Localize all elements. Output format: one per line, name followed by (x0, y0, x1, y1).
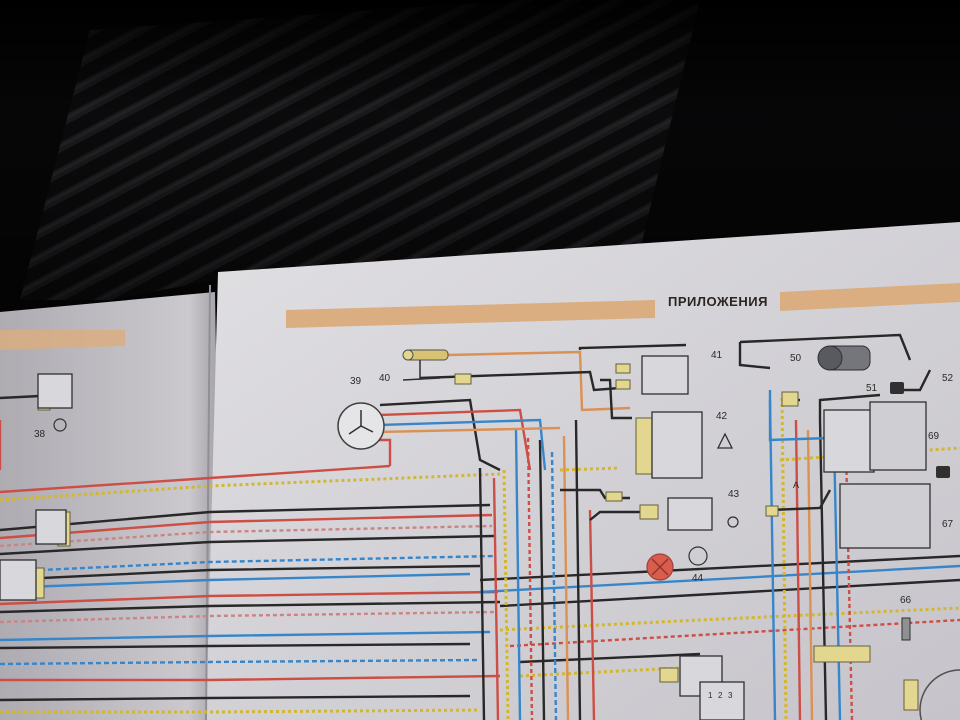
label-40: 40 (379, 373, 391, 384)
wiring-harness (0, 397, 960, 720)
lamp-40-symbol (402, 349, 449, 381)
label-43: 43 (728, 489, 740, 500)
label-42: 42 (716, 411, 728, 422)
warning-lamp-44 (646, 546, 708, 581)
label-52: 52 (942, 373, 954, 384)
label-44: 44 (692, 573, 704, 584)
hazard-triangle-icon (716, 432, 734, 449)
sensor-66-symbol (901, 617, 911, 641)
fan-38-symbol (53, 418, 67, 432)
label-39: 39 (350, 376, 362, 387)
label-67: 67 (942, 519, 954, 530)
clock-39-symbol (337, 402, 385, 450)
component-boxes (0, 355, 931, 720)
terminal-number-2: 2 (718, 691, 723, 700)
label-50: 50 (790, 353, 802, 364)
motor-51-symbol (817, 345, 871, 371)
label-41: 41 (711, 350, 723, 361)
fabric-background (0, 0, 960, 320)
terminal-number-3: 3 (728, 691, 733, 700)
label-69: 69 (928, 431, 940, 442)
gauge-dial (919, 669, 960, 720)
lamp-glow-icon (727, 516, 739, 528)
terminal-number-1: 1 (708, 691, 713, 700)
right-page (205, 222, 960, 720)
window-icons (890, 382, 950, 478)
label-51: 51 (866, 383, 878, 394)
upper-wiring (0, 333, 960, 521)
page-header-title: ПРИЛОЖЕНИЯ (668, 294, 768, 309)
wire-letter-a: A (793, 480, 800, 490)
label-38: 38 (34, 429, 46, 440)
label-66: 66 (900, 595, 912, 606)
